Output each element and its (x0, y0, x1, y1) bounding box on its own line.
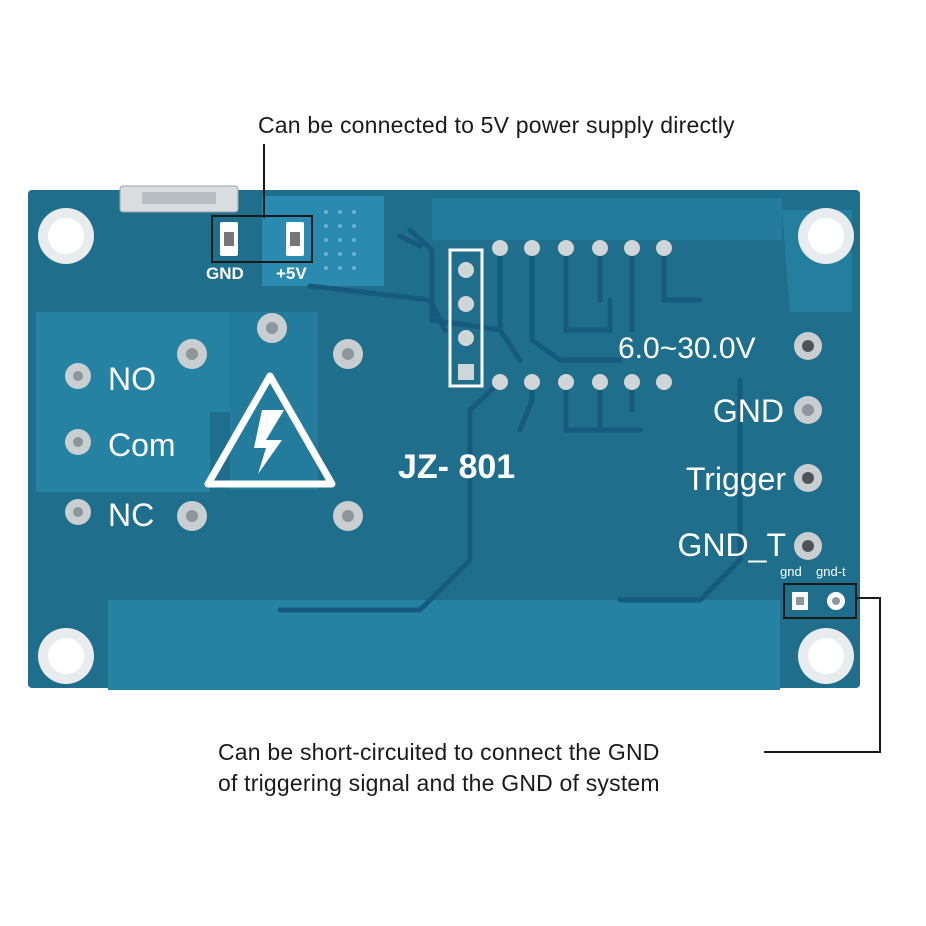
plus5v-pad-label: +5V (276, 264, 307, 283)
copper-pour (230, 312, 318, 490)
high-voltage-warning-icon (204, 372, 336, 488)
jumper-pad-gnd-t-center (832, 597, 840, 605)
input-gnd-t-label: GND_T (678, 527, 786, 563)
usb-connector-inner (142, 192, 216, 204)
solder-joints (65, 313, 822, 560)
jumper-gnd-label: gnd (780, 564, 802, 579)
input-trigger-label: Trigger (686, 461, 787, 497)
plus5v-pad-center (290, 232, 300, 246)
bottom-callout-line (764, 597, 881, 753)
bottom-caption-line2: of triggering signal and the GND of syst… (218, 770, 660, 796)
ic-pins (492, 240, 672, 390)
pin-header-outline (448, 248, 484, 388)
via-grid (324, 210, 356, 270)
input-gnd-label: GND (713, 393, 784, 429)
jumper-gnd-t-label: gnd-t (816, 564, 846, 579)
top-caption: Can be connected to 5V power supply dire… (258, 112, 735, 138)
terminal-no-label: NO (108, 361, 156, 397)
copper-pour (262, 196, 384, 286)
mounting-holes (38, 208, 854, 684)
power-pads-highlight (211, 215, 313, 263)
board-model-label: JZ- 801 (398, 448, 515, 486)
copper-pour (432, 198, 782, 240)
input-voltage-label: 6.0~30.0V (618, 332, 756, 365)
pin-header-pins (458, 262, 474, 380)
bottom-caption-line1: Can be short-circuited to connect the GN… (218, 739, 660, 765)
copper-pour (108, 600, 780, 690)
jumper-pad-gnd-center (796, 597, 804, 605)
terminal-nc-label: NC (108, 497, 154, 533)
gnd-pad-center (224, 232, 234, 246)
terminal-com-label: Com (108, 427, 176, 463)
jumper-pads-outline (783, 583, 857, 619)
gnd-pad-label: GND (206, 264, 244, 283)
